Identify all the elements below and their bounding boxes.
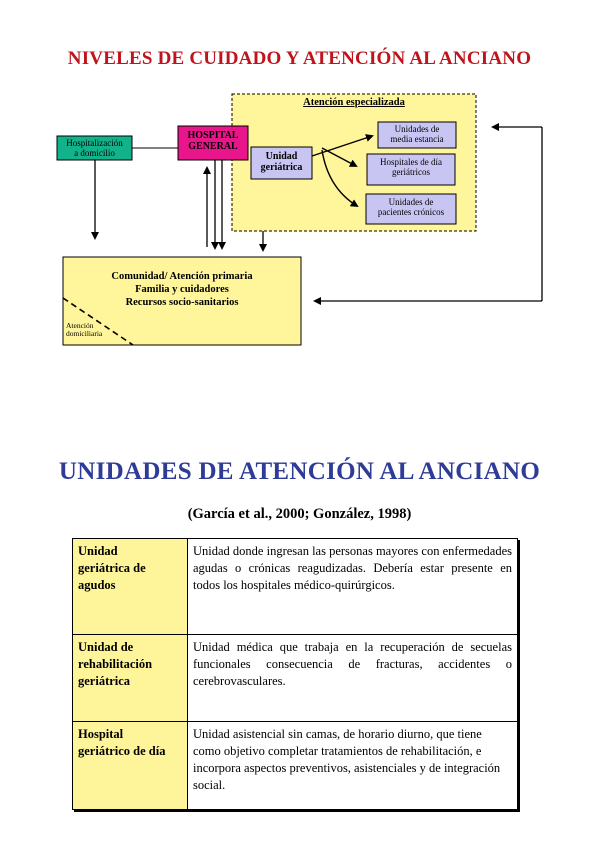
- term-line: geriátrica: [78, 673, 131, 688]
- citation: (García et al., 2000; González, 1998): [187, 506, 412, 522]
- hospitales-dia-line-2: geriátricos: [392, 167, 430, 178]
- term-line: rehabilitación: [78, 656, 153, 671]
- especializada-label: Atención especializada: [303, 97, 405, 108]
- comunidad-box: [62, 256, 302, 346]
- description-cell: Unidad asistencial sin camas, de horario…: [187, 721, 518, 810]
- media-estancia-line-2: media estancia: [390, 134, 444, 145]
- term-cell: Hospital geriátrico de día: [72, 721, 188, 810]
- comunidad-label: Comunidad/ Atención primaria Familia y c…: [63, 270, 301, 309]
- term-cell: Unidad de rehabilitación geriátrica: [72, 634, 188, 722]
- hospital-general-box: [177, 125, 249, 161]
- domiciliaria-divider: [62, 297, 134, 346]
- table-row: Hospital geriátrico de día Unidad asiste…: [72, 721, 518, 810]
- unidad-geriatrica-line-1: Unidad: [265, 151, 298, 162]
- term-cell: Unidad geriátrica de agudos: [72, 538, 188, 635]
- comunidad-line-1: Comunidad/ Atención primaria: [111, 271, 253, 282]
- table-row: Unidad de rehabilitación geriátrica Unid…: [72, 634, 518, 722]
- media-estancia-label: Unidades de media estancia: [378, 124, 456, 144]
- media-estancia-line-1: Unidades de: [394, 124, 440, 134]
- term-line: geriátrica de: [78, 560, 146, 575]
- term-line: geriátrico de día: [78, 743, 166, 758]
- hospitalizacion-box: [56, 135, 133, 161]
- term-line: Unidad de: [78, 640, 134, 654]
- hospitalizacion-line-1: Hospitalización: [66, 138, 123, 148]
- domiciliaria-line-1: Atención: [66, 321, 94, 330]
- cronicos-label: Unidades de pacientes crónicos: [366, 197, 456, 217]
- term-line: Hospital: [78, 727, 124, 741]
- cronicos-line-2: pacientes crónicos: [377, 207, 445, 218]
- unidad-geriatrica-box: [250, 146, 313, 180]
- media-estancia-box: [377, 121, 457, 149]
- hospitales-dia-line-1: Hospitales de día: [380, 157, 442, 167]
- hospitales-dia-box: [366, 153, 456, 186]
- arrow-to-dia: [321, 147, 358, 167]
- units-title: UNIDADES DE ATENCIÓN AL ANCIANO: [58, 458, 541, 485]
- hospital-general-label: HOSPITAL GENERAL: [178, 130, 248, 152]
- hospital-general-line-1: HOSPITAL: [187, 130, 239, 141]
- cronicos-box: [365, 193, 457, 225]
- term-line: agudos: [78, 577, 116, 592]
- unidad-geriatrica-label: Unidad geriátrica: [251, 151, 312, 173]
- care-levels-diagram: [56, 93, 543, 346]
- hospital-general-line-2: GENERAL: [188, 141, 238, 153]
- hospitalizacion-label: Hospitalización a domicilio: [57, 138, 132, 158]
- table-row: Unidad geriátrica de agudos Unidad donde…: [72, 538, 518, 635]
- description-cell: Unidad donde ingresan las personas mayor…: [187, 538, 518, 635]
- diagram-title: NIVELES DE CUIDADO Y ATENCIÓN AL ANCIANO: [67, 48, 532, 69]
- units-table: Unidad geriátrica de agudos Unidad donde…: [72, 538, 518, 810]
- comunidad-line-2: Familia y cuidadores: [135, 284, 229, 296]
- domiciliaria-label: Atención domiciliaria: [66, 321, 126, 339]
- comunidad-line-3: Recursos socio-sanitarios: [125, 297, 239, 309]
- cronicos-line-1: Unidades de: [388, 197, 434, 207]
- arrow-to-cronicos: [321, 149, 359, 208]
- unidad-geriatrica-line-2: geriátrica: [260, 162, 303, 174]
- hospitales-dia-label: Hospitales de día geriátricos: [367, 157, 455, 177]
- hospitalizacion-line-2: a domicilio: [74, 148, 115, 159]
- domiciliaria-line-2: domiciliaria: [66, 329, 103, 339]
- description-cell: Unidad médica que trabaja en la recupera…: [187, 634, 518, 722]
- term-line: Unidad: [78, 544, 118, 558]
